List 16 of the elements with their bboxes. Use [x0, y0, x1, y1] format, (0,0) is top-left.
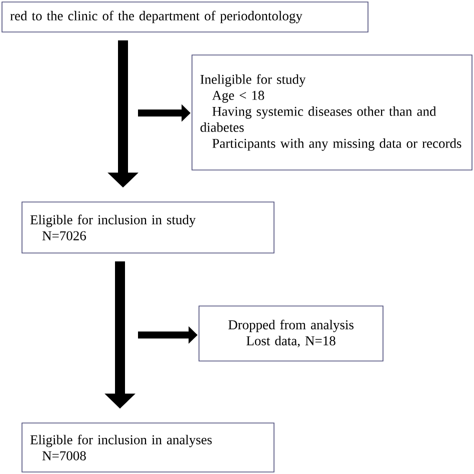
box-text: Dropped from analysis	[228, 320, 354, 332]
box-text: Participants with any missing data or records	[212, 138, 462, 151]
process-box	[2, 2, 368, 32]
box-text: Age < 18	[212, 90, 264, 103]
box-text: Having systemic diseases other than and diabetes	[200, 106, 436, 132]
box-text: N=7026	[42, 231, 86, 240]
process-box	[192, 54, 472, 170]
process-box	[198, 306, 384, 362]
box-text: red to the clinic of the department of periodontology	[10, 10, 302, 24]
box-text: N=7008	[42, 451, 86, 460]
box-text: Lost data, N=18	[246, 336, 336, 348]
box-text: Ineligible for study	[200, 74, 306, 87]
process-box	[22, 422, 274, 472]
box-text: Eligible for inclusion in analyses	[30, 434, 212, 448]
box-text: Eligible for inclusion in study	[30, 214, 196, 228]
process-box	[22, 202, 274, 254]
